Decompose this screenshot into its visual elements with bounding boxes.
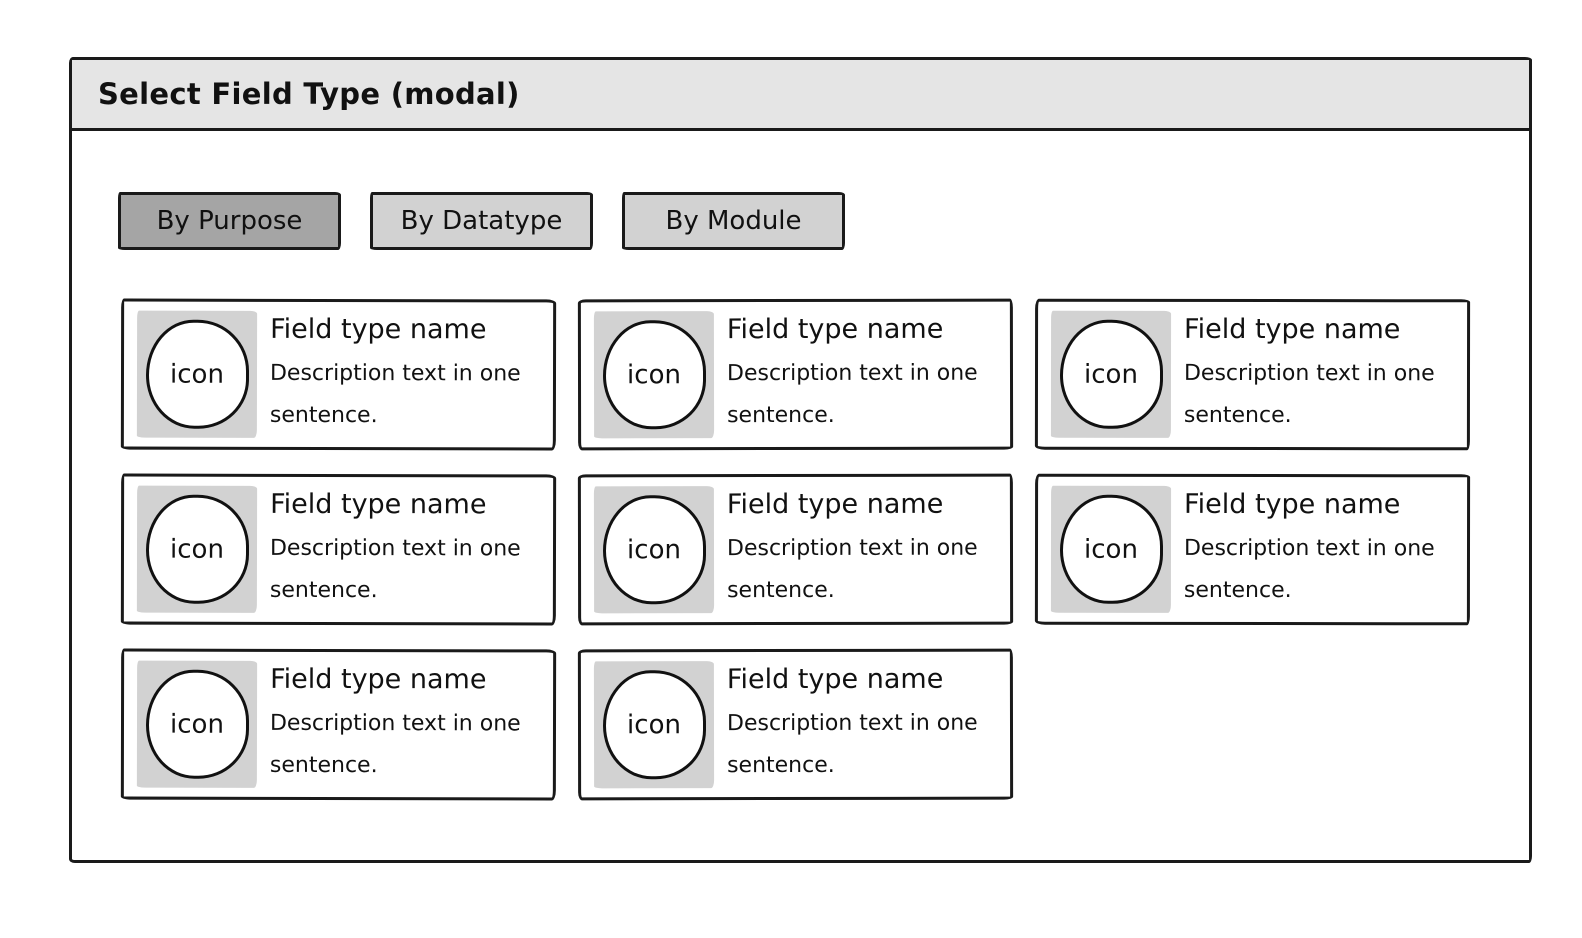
card-text: Field type name Description text in one …: [1184, 487, 1459, 611]
field-type-icon: icon: [145, 669, 249, 779]
field-type-icon: icon: [1059, 494, 1163, 604]
field-type-card[interactable]: icon Field type name Description text in…: [1034, 298, 1471, 451]
field-type-name: Field type name: [270, 488, 487, 520]
field-type-card[interactable]: icon Field type name Description text in…: [120, 298, 557, 451]
field-type-card[interactable]: icon Field type name Description text in…: [577, 298, 1014, 451]
field-type-card[interactable]: icon Field type name Description text in…: [577, 473, 1014, 626]
field-type-card[interactable]: icon Field type name Description text in…: [1034, 473, 1471, 626]
field-type-name: Field type name: [270, 663, 487, 695]
icon-placeholder-box: icon: [593, 486, 715, 614]
icon-label: icon: [627, 534, 681, 565]
field-type-card[interactable]: icon Field type name Description text in…: [120, 648, 557, 801]
select-field-type-modal: Select Field Type (modal) By Purpose By …: [69, 57, 1532, 863]
icon-label: icon: [1084, 359, 1138, 390]
field-type-icon: icon: [602, 320, 706, 430]
icon-placeholder-box: icon: [593, 661, 715, 789]
card-text: Field type name Description text in one …: [270, 312, 545, 437]
field-type-icon: icon: [602, 670, 706, 780]
field-type-name: Field type name: [726, 488, 944, 520]
field-type-card[interactable]: icon Field type name Description text in…: [120, 473, 557, 626]
modal-header: Select Field Type (modal): [72, 60, 1529, 131]
card-text: Field type name Description text in one …: [727, 487, 1002, 611]
card-text: Field type name Description text in one …: [727, 312, 1002, 436]
field-type-icon: icon: [145, 319, 249, 429]
icon-label: icon: [627, 359, 681, 390]
icon-placeholder-box: icon: [1050, 485, 1172, 613]
field-type-grid: icon Field type name Description text in…: [120, 298, 1529, 801]
field-type-description: Description text in one sentence.: [726, 710, 978, 778]
icon-placeholder-box: icon: [1050, 310, 1172, 438]
tab-by-module[interactable]: By Module: [622, 192, 845, 250]
field-type-name: Field type name: [270, 313, 487, 345]
card-text: Field type name Description text in one …: [727, 662, 1002, 786]
field-type-description: Description text in one sentence.: [269, 710, 521, 778]
field-type-description: Description text in one sentence.: [269, 360, 521, 428]
field-type-name: Field type name: [726, 663, 944, 695]
tab-by-purpose[interactable]: By Purpose: [118, 192, 341, 250]
icon-placeholder-box: icon: [593, 311, 715, 439]
icon-label: icon: [627, 709, 681, 740]
icon-placeholder-box: icon: [136, 310, 258, 438]
icon-label: icon: [1084, 534, 1138, 565]
modal-body: By Purpose By Datatype By Module icon Fi…: [72, 131, 1529, 801]
icon-label: icon: [170, 709, 224, 740]
field-type-icon: icon: [1059, 319, 1163, 429]
modal-title: Select Field Type (modal): [98, 77, 520, 111]
field-type-description: Description text in one sentence.: [1183, 360, 1435, 428]
icon-label: icon: [170, 359, 224, 390]
field-type-name: Field type name: [726, 313, 944, 345]
card-text: Field type name Description text in one …: [1184, 312, 1459, 436]
field-type-icon: icon: [145, 494, 249, 604]
tab-by-datatype[interactable]: By Datatype: [370, 192, 593, 250]
field-type-card[interactable]: icon Field type name Description text in…: [577, 648, 1014, 801]
field-type-name: Field type name: [1184, 313, 1401, 345]
field-type-description: Description text in one sentence.: [726, 535, 978, 603]
field-type-icon: icon: [602, 495, 706, 605]
field-type-description: Description text in one sentence.: [1183, 535, 1435, 603]
field-type-name: Field type name: [1184, 488, 1401, 520]
card-text: Field type name Description text in one …: [270, 487, 545, 612]
icon-placeholder-box: icon: [136, 485, 258, 613]
field-type-description: Description text in one sentence.: [726, 360, 978, 428]
tab-bar: By Purpose By Datatype By Module: [118, 192, 1529, 250]
icon-label: icon: [170, 534, 224, 565]
field-type-description: Description text in one sentence.: [269, 535, 521, 603]
card-text: Field type name Description text in one …: [270, 662, 545, 787]
icon-placeholder-box: icon: [136, 660, 258, 788]
